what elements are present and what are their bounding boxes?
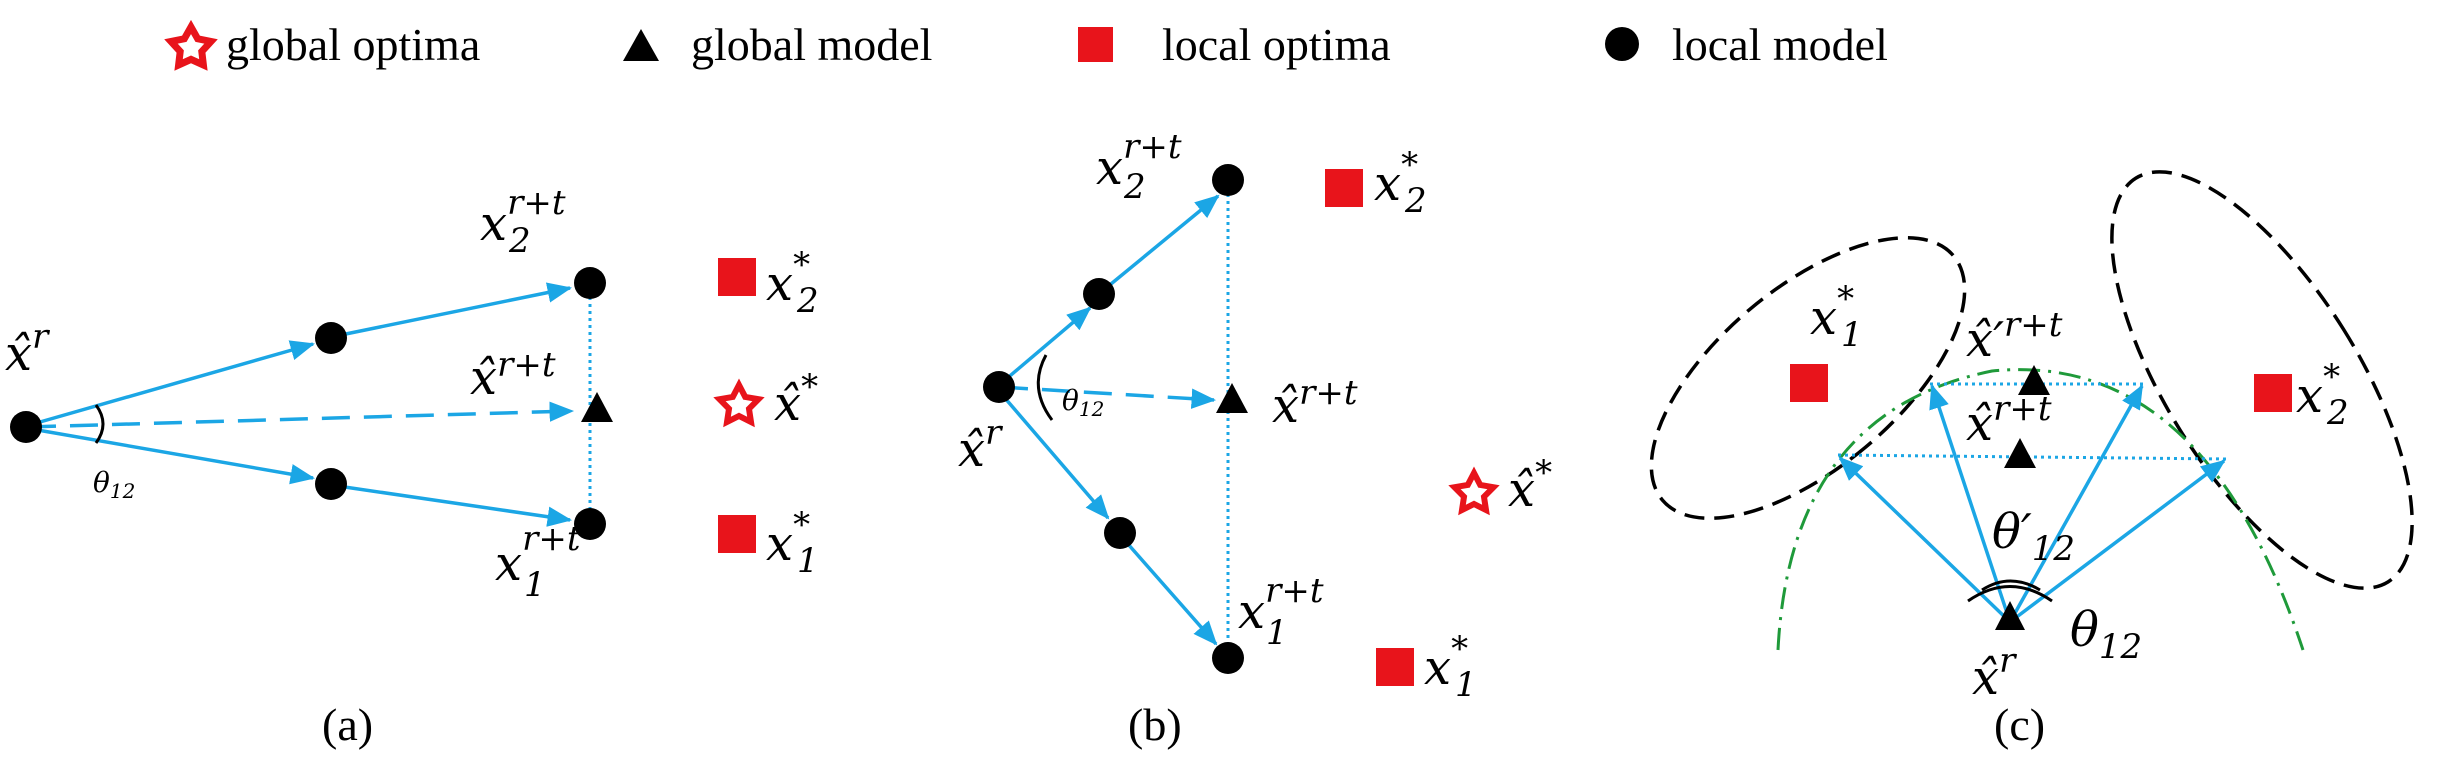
label-xhat-rt: x̂r+t — [1272, 373, 1358, 434]
local-model-x2 — [574, 267, 606, 299]
label-x2-star-sub: 2 — [1404, 181, 1427, 221]
red-star-icon — [164, 19, 218, 71]
dotted-connector-bottom — [1837, 453, 2227, 461]
arrow-lower-1 — [25, 426, 316, 485]
label-xhat-r: x̂r — [1972, 641, 2017, 706]
label-x1-star-sub: 1 — [797, 541, 819, 581]
label-x2-star: x* — [1374, 145, 1418, 212]
black-triangle-icon — [623, 29, 659, 61]
caption-b: (b) — [1128, 699, 1182, 750]
label-theta-prime12: θ′12 — [1992, 504, 2075, 569]
label-x1-rt-sub: 1 — [524, 565, 546, 605]
label-xhat-r: x̂r — [5, 317, 50, 382]
legend-global-model: global model — [623, 19, 932, 70]
local-optima-x1 — [1790, 364, 1828, 402]
local-model-point — [315, 468, 347, 500]
local-region-ellipse-right — [2110, 170, 2414, 590]
local-optima-x1 — [718, 515, 756, 553]
label-theta12: θ12 — [2070, 602, 2142, 667]
panel-c: x* 1 x* 2 x̂′r+t x̂r+t θ′12 θ12 x̂r (c) — [1649, 170, 2414, 750]
arrow-lower-2 — [330, 483, 573, 527]
local-model-point — [1104, 517, 1136, 549]
local-model-point — [315, 322, 347, 354]
global-model-prime — [2018, 365, 2050, 395]
point-xhat-r — [10, 411, 42, 443]
arrow-upper-2 — [330, 282, 573, 339]
local-model-x1 — [1212, 642, 1244, 674]
label-x1-rt: xr+t — [1238, 571, 1324, 640]
black-circle-icon — [1605, 27, 1639, 61]
label-xhat-rt: x̂r+t — [470, 345, 556, 406]
label-x1-star-sub: 1 — [1455, 665, 1477, 705]
local-model-x2 — [1212, 164, 1244, 196]
boundary-arc — [1776, 368, 2305, 651]
local-model-point — [1083, 278, 1115, 310]
angle-arc-inner — [1981, 579, 2041, 592]
label-x2-rt-sub: 2 — [508, 221, 531, 261]
legend-local-optima-label: local optima — [1162, 19, 1391, 70]
global-model-triangle — [1216, 383, 1248, 413]
global-model-triangle — [2004, 438, 2036, 468]
label-x2-star: x* — [766, 245, 810, 312]
panel-a: x̂r θ12 xr+t 2 x̂r+t xr+t 1 x* 2 x̂* x* … — [5, 183, 819, 750]
label-x2-rt-sub: 2 — [1123, 167, 1146, 207]
label-x1-star: x* — [1424, 629, 1468, 696]
arrow-global-dashed — [27, 401, 575, 429]
label-xhat-prime-rt: x̂′r+t — [1966, 305, 2063, 368]
angle-arc — [1036, 354, 1054, 421]
label-xhat-star: x̂* — [1508, 453, 1552, 518]
arrow-lower-1 — [996, 388, 1110, 520]
global-optima-star — [713, 378, 765, 428]
global-optima-star — [1448, 466, 1500, 516]
label-x2-star: x* — [2296, 357, 2340, 424]
label-x2-rt: xr+t — [1096, 127, 1182, 196]
local-optima-x2 — [1325, 169, 1363, 207]
local-model-x1 — [574, 508, 606, 540]
legend-local-model-label: local model — [1672, 19, 1888, 70]
label-x1-rt: xr+t — [495, 519, 581, 592]
red-square-icon — [1078, 27, 1113, 62]
label-x1-star-sub: 1 — [1841, 315, 1863, 355]
legend-local-optima: local optima — [1078, 19, 1391, 70]
label-x2-star-sub: 2 — [2326, 393, 2349, 433]
global-model-origin — [1995, 601, 2025, 630]
label-theta12: θ12 — [93, 466, 135, 503]
caption-c: (c) — [1994, 699, 2045, 750]
angle-arc — [94, 404, 105, 444]
local-optima-x2 — [718, 258, 756, 296]
label-xhat-r: x̂r — [958, 413, 1003, 478]
local-optima-x2 — [2254, 374, 2292, 412]
label-x2-rt: xr+t — [480, 183, 566, 252]
label-xhat-rt: x̂r+t — [1966, 389, 2052, 452]
legend: global optima global model local optima … — [164, 19, 1888, 71]
arrow-lower-2 — [1118, 533, 1218, 646]
arrow-outer-right — [2008, 459, 2226, 624]
label-x1-rt-sub: 1 — [1266, 613, 1288, 653]
legend-global-optima-label: global optima — [226, 19, 480, 70]
caption-a: (a) — [322, 699, 373, 750]
global-model-triangle — [581, 392, 613, 422]
label-xhat-star: x̂* — [774, 367, 818, 432]
label-x1-star: x* — [766, 505, 810, 572]
legend-global-model-label: global model — [691, 19, 932, 70]
local-region-ellipse-left — [1649, 236, 1967, 520]
point-xhat-r — [983, 371, 1015, 403]
arrow-upper-1 — [25, 340, 315, 428]
legend-local-model: local model — [1605, 19, 1888, 70]
label-x1-star: x* — [1810, 279, 1854, 346]
arrow-global-dashed — [999, 385, 1217, 409]
label-theta12: θ12 — [1062, 384, 1104, 421]
local-optima-x1 — [1376, 648, 1414, 686]
arrow-inner-right — [2008, 384, 2144, 623]
label-x2-star-sub: 2 — [796, 281, 819, 321]
panel-b: x̂r θ12 xr+t 2 x̂r+t xr+t 1 x* 2 x̂* x* … — [958, 127, 1552, 750]
arrow-upper-1 — [996, 306, 1092, 388]
angle-arc-outer — [1967, 585, 2053, 603]
arrow-upper-2 — [1098, 194, 1220, 295]
legend-global-optima: global optima — [164, 19, 480, 71]
